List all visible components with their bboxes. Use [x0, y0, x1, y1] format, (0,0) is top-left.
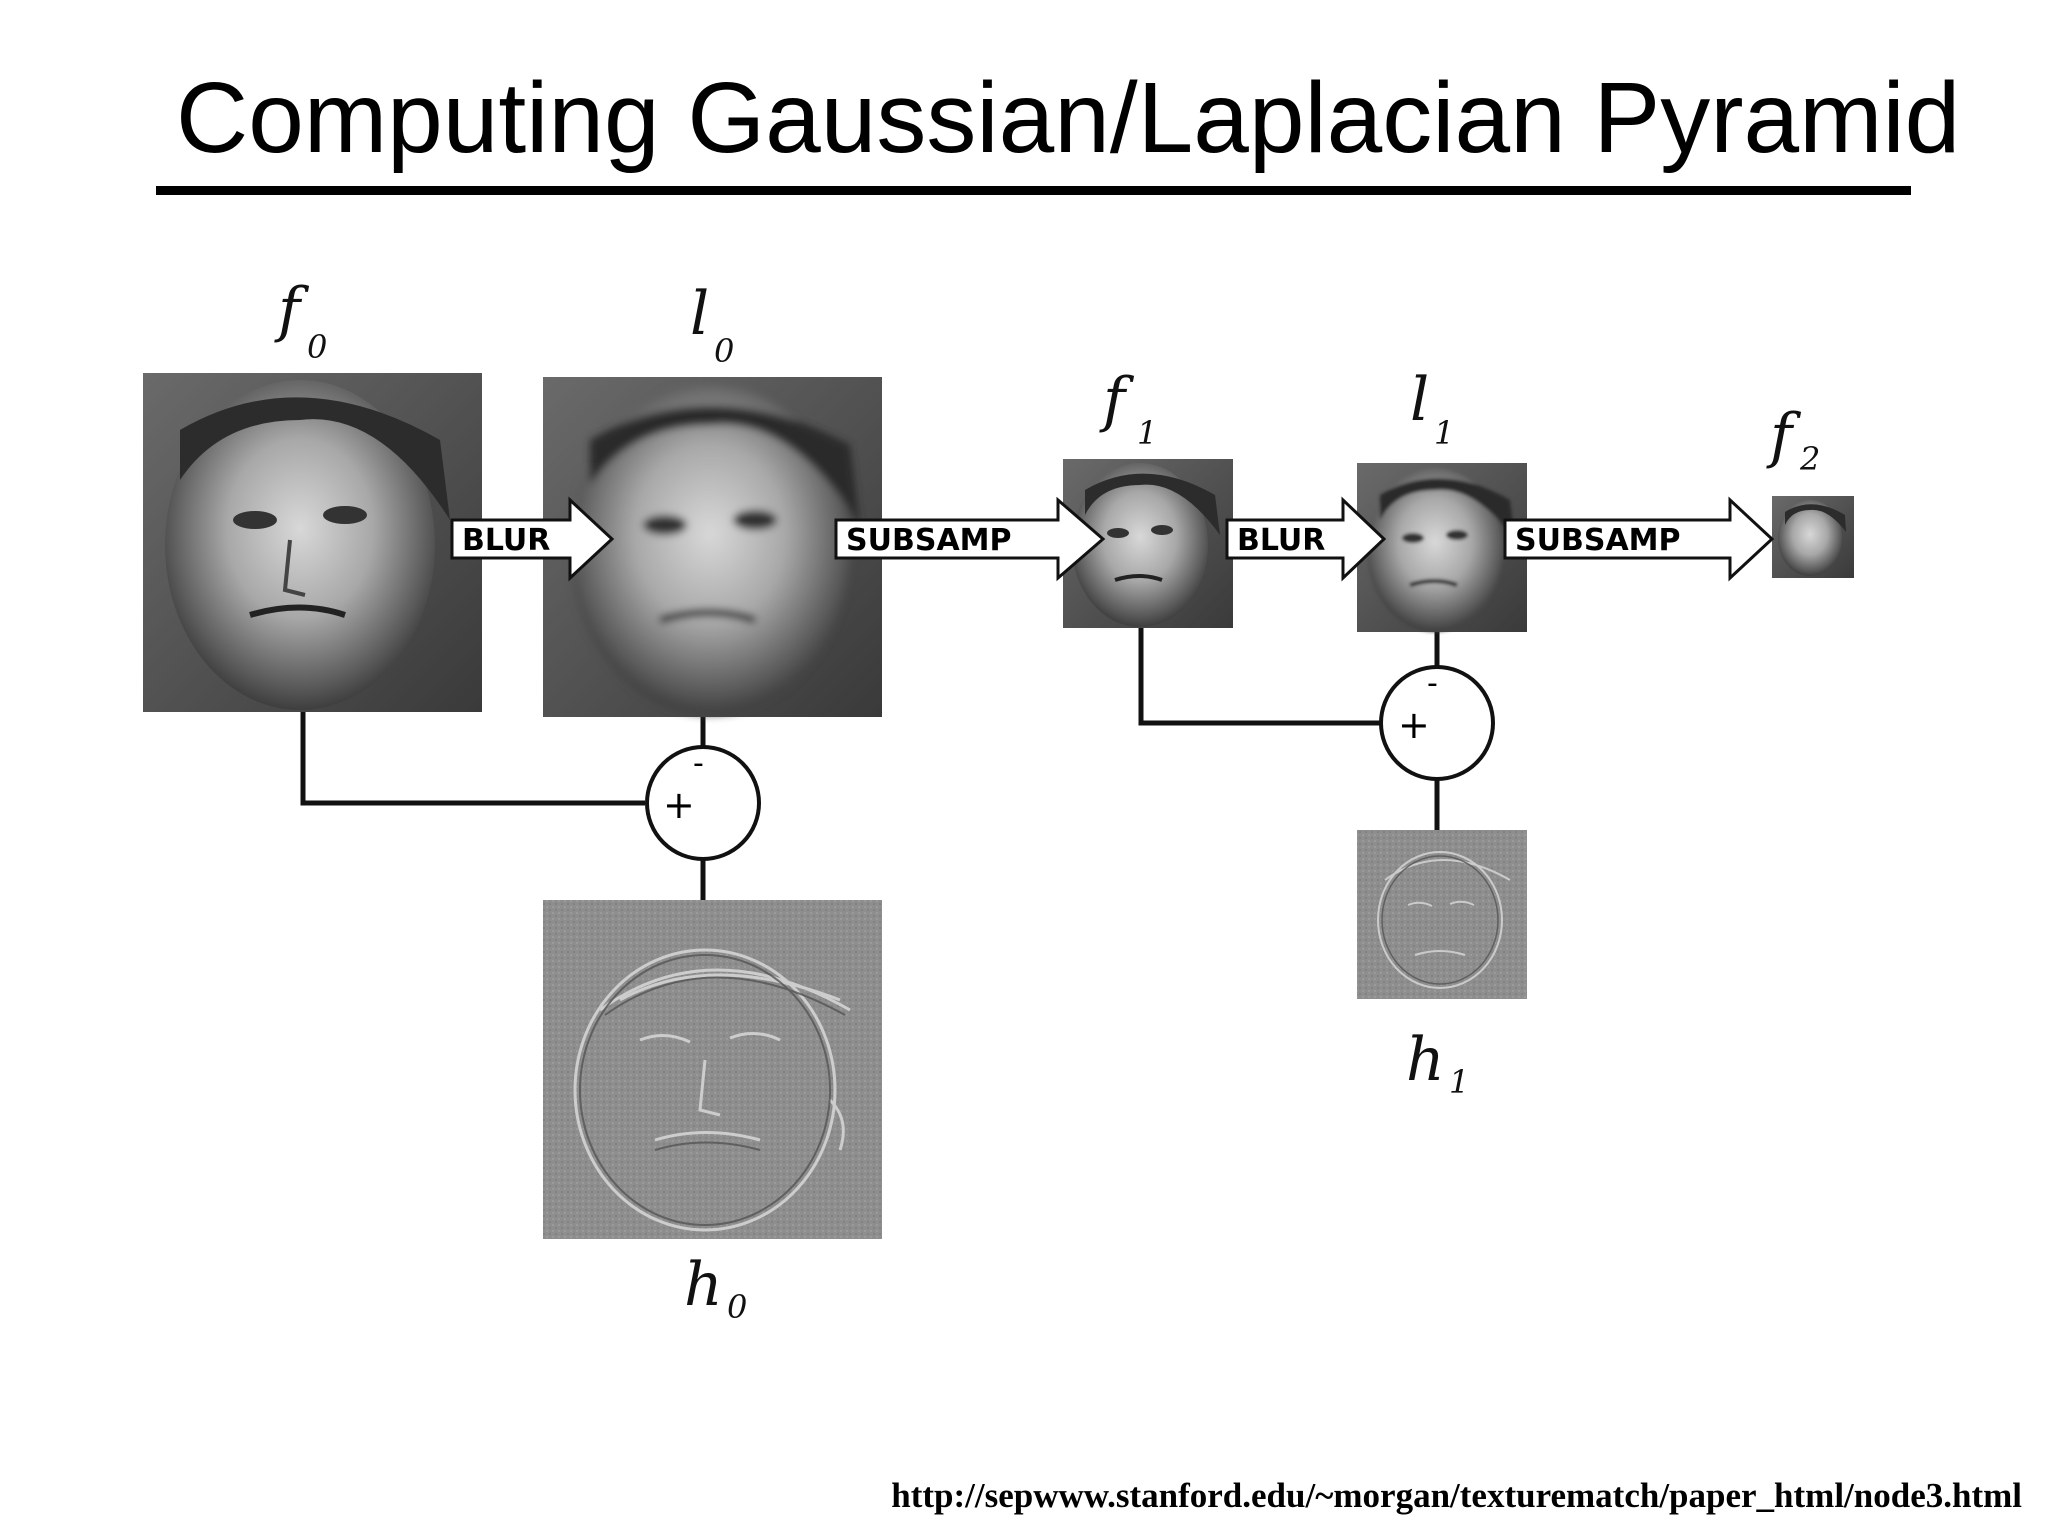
label-h1: h 1: [1406, 1025, 1469, 1101]
image-f2: [1772, 496, 1854, 578]
label-f0-letter: f: [274, 275, 310, 345]
label-l0-sub: 0: [714, 332, 734, 370]
source-url: http://sepwww.stanford.edu/~morgan/textu…: [891, 1476, 2022, 1515]
label-l0-letter: l: [690, 279, 709, 349]
image-h1: [1357, 830, 1527, 999]
sum-junction-1-minus: -: [1427, 666, 1438, 701]
arrow-blur-0: BLUR: [450, 496, 615, 582]
image-f1: [1063, 459, 1233, 628]
image-l1: [1357, 463, 1527, 632]
arrow-blur-1-label: BLUR: [1237, 523, 1325, 558]
line-f1-to-sum1: [1138, 628, 1382, 726]
slide-title: Computing Gaussian/Laplacian Pyramid: [176, 62, 1961, 174]
label-f0: f 0: [274, 275, 327, 366]
arrow-subsamp-1: SUBSAMP: [1503, 496, 1775, 582]
label-l1: l 1: [1410, 365, 1454, 452]
arrow-blur-0-label: BLUR: [462, 523, 550, 558]
line-f0-to-sum0: [300, 712, 645, 806]
image-f0: [143, 373, 482, 712]
sum-junction-0-plus: +: [663, 783, 695, 827]
arrow-blur-1: BLUR: [1225, 496, 1387, 582]
label-f0-sub: 0: [307, 328, 327, 366]
title-rule: [156, 186, 1911, 195]
label-h0-sub: 0: [727, 1288, 747, 1326]
connector-lines: [300, 628, 1440, 900]
label-l1-sub: 1: [1434, 414, 1454, 452]
label-f1: f 1: [1099, 365, 1157, 452]
arrow-subsamp-0: SUBSAMP: [834, 496, 1106, 582]
label-f2-letter: f: [1766, 401, 1802, 471]
label-f1-letter: f: [1099, 365, 1135, 435]
label-f2-sub: 2: [1799, 440, 1820, 478]
label-f2: f 2: [1766, 401, 1820, 478]
arrow-subsamp-0-label: SUBSAMP: [846, 523, 1012, 558]
label-h0: h 0: [684, 1250, 747, 1326]
sum-junction-0: - +: [645, 745, 761, 861]
sum-junction-1-plus: +: [1398, 703, 1430, 747]
sum-junction-0-minus: -: [693, 746, 704, 781]
label-f1-sub: 1: [1137, 414, 1157, 452]
label-l0: l 0: [690, 279, 734, 370]
label-l1-letter: l: [1410, 365, 1429, 435]
arrow-subsamp-1-label: SUBSAMP: [1515, 523, 1681, 558]
label-h1-letter: h: [1406, 1025, 1445, 1095]
label-h0-letter: h: [684, 1250, 723, 1320]
sum-junction-1: - +: [1379, 665, 1495, 781]
image-h0: [543, 900, 882, 1239]
label-h1-sub: 1: [1449, 1063, 1469, 1101]
